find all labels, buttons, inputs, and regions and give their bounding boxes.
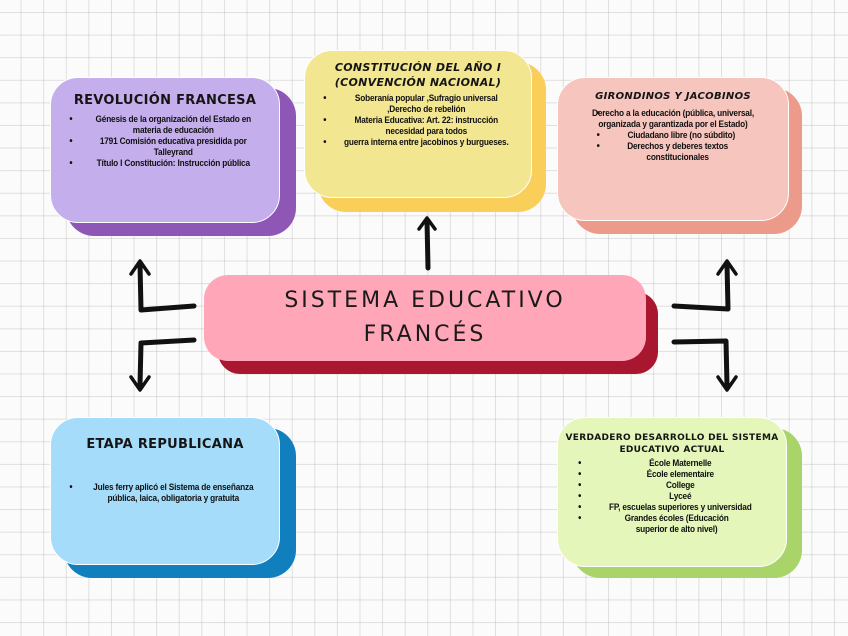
republicana-title: ETAPA REPUBLICANA — [86, 437, 244, 452]
arrow-up-to-revolucion-icon — [129, 259, 197, 313]
constitucion-title-line1: CONSTITUCIÓN DEL AÑO I — [334, 61, 502, 74]
bullet-icon: • — [596, 107, 600, 119]
list-item: •guerra interna entre jacobinos y burgue… — [323, 136, 509, 148]
list-item: •Título I Constitución: Instrucción públ… — [69, 157, 250, 169]
bullet-icon: • — [323, 92, 327, 104]
constitucion-list: •Soberanía popular ,Sufragio universal ,… — [317, 93, 519, 148]
list-item: •Génesis de la organización del Estado e… — [69, 113, 252, 135]
constitucion-card[interactable]: CONSTITUCIÓN DEL AÑO I (CONVENCIÓN NACIO… — [304, 50, 532, 198]
bullet-icon: • — [596, 129, 600, 141]
bullet-icon: • — [596, 140, 600, 152]
list-item: •Ciudadano libre (no súbdito) — [596, 129, 736, 141]
list-item: •Derechos y deberes textos constituciona… — [596, 140, 729, 162]
bullet-icon: • — [578, 480, 582, 492]
revolucion-title: REVOLUCIÓN FRANCESA — [73, 93, 257, 108]
list-item: •Derecho a la educación (pública, univer… — [592, 107, 754, 129]
bullet-icon: • — [578, 469, 582, 481]
bullet-icon: • — [578, 502, 582, 514]
central-title-line2: FRANCÉS — [363, 322, 487, 347]
arrow-down-to-actual-icon — [671, 338, 738, 392]
bullet-icon: • — [578, 491, 582, 503]
girondinos-title: GIRONDINOS Y JACOBINOS — [595, 91, 751, 102]
bullet-icon: • — [323, 114, 327, 126]
list-item: •Lyceé — [578, 491, 692, 503]
girondinos-list: •Derecho a la educación (pública, univer… — [570, 108, 776, 163]
list-item: •College — [578, 480, 695, 492]
constitucion-title-line2: (CONVENCIÓN NACIONAL) — [334, 75, 502, 89]
arrow-up-to-girondinos-icon — [671, 259, 738, 312]
list-item: •Jules ferry aplicó el Sistema de enseña… — [69, 481, 254, 503]
arrow-up-to-constitucion-icon — [417, 216, 437, 271]
actual-card[interactable]: VERDADERO DESARROLLO DEL SISTEMA EDUCATI… — [557, 417, 787, 567]
list-item: •Soberanía popular ,Sufragio universal ,… — [323, 92, 498, 114]
republicana-card[interactable]: ETAPA REPUBLICANA •Jules ferry aplicó el… — [50, 417, 280, 565]
list-item: •Materia Educativa: Art. 22: instrucción… — [323, 114, 498, 136]
bullet-icon: • — [578, 458, 582, 470]
list-item: •École Maternelle — [578, 458, 712, 470]
actual-title-line2: EDUCATIVO ACTUAL — [619, 445, 725, 456]
bullet-icon: • — [323, 136, 327, 148]
arrow-down-to-republicana-icon — [129, 337, 197, 392]
bullet-icon: • — [69, 135, 73, 147]
bullet-icon: • — [69, 481, 73, 493]
bullet-icon: • — [69, 157, 73, 169]
list-item: •FP, escuelas superiores y universidad — [578, 502, 752, 514]
list-item: •1791 Comisión educativa presidida por T… — [69, 135, 247, 157]
bullet-icon: • — [69, 113, 73, 125]
revolucion-list: •Génesis de la organización del Estado e… — [63, 114, 267, 169]
central-title-line1: SISTEMA EDUCATIVO — [284, 288, 566, 313]
central-node[interactable]: SISTEMA EDUCATIVO FRANCÉS — [204, 275, 646, 361]
republicana-list: •Jules ferry aplicó el Sistema de enseña… — [63, 482, 267, 504]
actual-title-line1: VERDADERO DESARROLLO DEL SISTEMA — [565, 433, 779, 443]
bullet-icon: • — [578, 513, 582, 525]
girondinos-card[interactable]: GIRONDINOS Y JACOBINOS •Derecho a la edu… — [557, 77, 789, 221]
list-item: •École elementaire — [578, 469, 714, 481]
list-item: •Grandes écoles (Educación superior de a… — [578, 513, 729, 535]
revolucion-card[interactable]: REVOLUCIÓN FRANCESA •Génesis de la organ… — [50, 77, 280, 223]
actual-list: •École Maternelle •École elementaire •Co… — [564, 458, 780, 535]
